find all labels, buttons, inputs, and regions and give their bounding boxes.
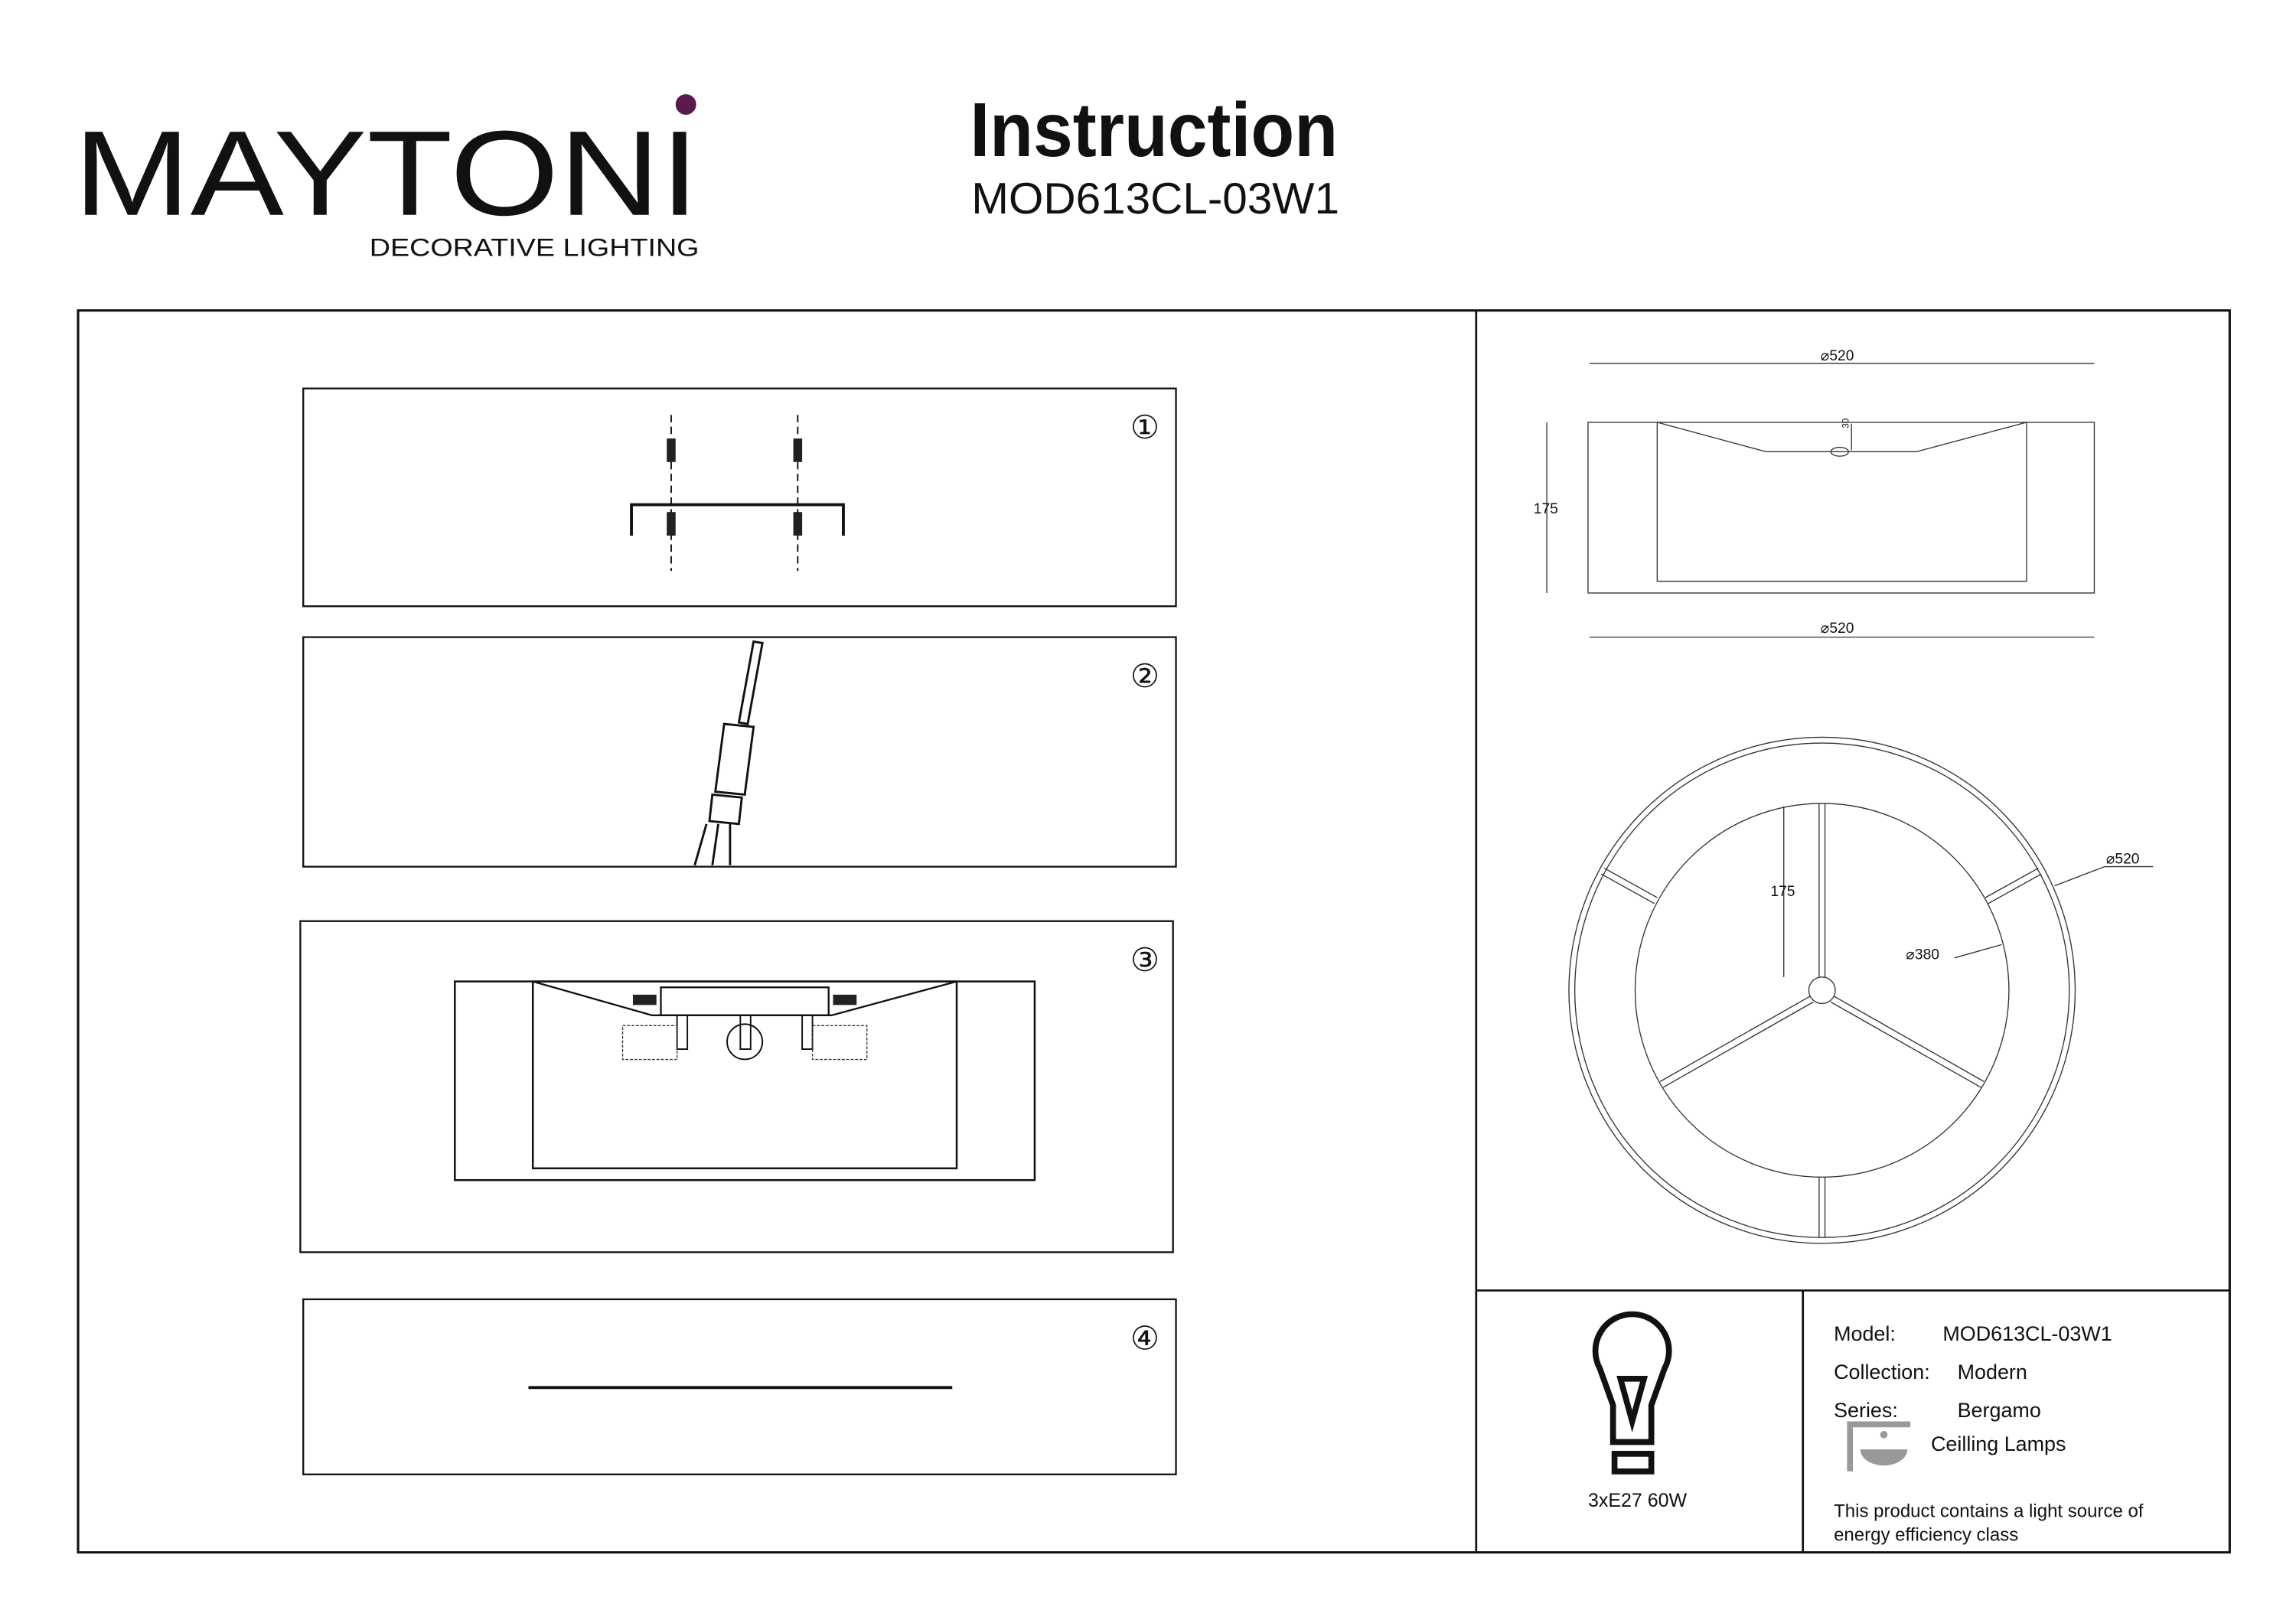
dimension-label: ⌀520 xyxy=(1821,621,1854,637)
step-2-panel: ② xyxy=(302,636,1177,868)
collection-label: Collection: xyxy=(1834,1361,1930,1383)
bulb-base-icon xyxy=(1611,1451,1655,1475)
ceiling-lamp-icon xyxy=(1847,1421,1911,1471)
brand-name: MAYTONI xyxy=(73,106,699,241)
outer-frame xyxy=(77,309,2231,1554)
step-number: ④ xyxy=(1130,1320,1159,1356)
dimension-label: ⌀520 xyxy=(2106,852,2140,868)
screw-icon xyxy=(793,438,803,462)
model-value: MOD613CL-03W1 xyxy=(1942,1322,2112,1345)
bulb-spec: 3xE27 60W xyxy=(1588,1490,1688,1511)
dimension-label: ⌀520 xyxy=(1821,348,1854,364)
brand-tagline: DECORATIVE LIGHTING xyxy=(370,233,700,262)
mounting-bracket xyxy=(630,503,845,536)
category: Ceilling Lamps xyxy=(1931,1432,2066,1455)
step-3-panel: ③ xyxy=(299,920,1174,1253)
energy-note: energy efficiency class xyxy=(1834,1524,2018,1545)
dimension-label: 30 xyxy=(1841,419,1851,429)
screw-icon xyxy=(793,512,803,536)
screw-icon xyxy=(632,994,657,1005)
model-label: Model: xyxy=(1834,1322,1896,1345)
model-code: MOD613CL-03W1 xyxy=(971,174,1339,223)
dimension-label: 175 xyxy=(1534,501,1558,517)
wire-connector xyxy=(693,640,764,866)
dimension-label: 175 xyxy=(1770,884,1795,900)
page-title: Instruction xyxy=(970,87,1338,173)
screw-icon xyxy=(667,512,676,536)
step-number: ① xyxy=(1130,409,1159,445)
step-4-panel: ④ xyxy=(302,1298,1177,1475)
step-1-panel: ① xyxy=(302,387,1177,608)
series-value: Bergamo xyxy=(1958,1399,2041,1422)
collection-value: Modern xyxy=(1958,1361,2027,1383)
dimension-label: ⌀380 xyxy=(1906,947,1939,963)
plan-view-drawing: 175 ⌀520 ⌀380 xyxy=(1568,736,2154,1244)
product-specs: Model: MOD613CL-03W1 Collection: Modern … xyxy=(1834,1322,2144,1546)
brand-logo: MAYTONI DECORATIVE LIGHTING xyxy=(73,94,700,262)
screw-icon xyxy=(833,994,857,1005)
side-view-drawing: ⌀520 30 175 ⌀520 xyxy=(1534,348,2095,638)
step-number: ② xyxy=(1130,658,1159,694)
step-number: ③ xyxy=(1130,942,1159,978)
bulb-info: 3xE27 60W xyxy=(1588,1311,1688,1511)
screw-icon xyxy=(667,438,676,462)
series-label: Series: xyxy=(1834,1399,1898,1422)
brand-dot xyxy=(675,94,696,115)
energy-note: This product contains a light source of xyxy=(1834,1501,2144,1522)
light-bulb-icon xyxy=(1592,1311,1672,1445)
